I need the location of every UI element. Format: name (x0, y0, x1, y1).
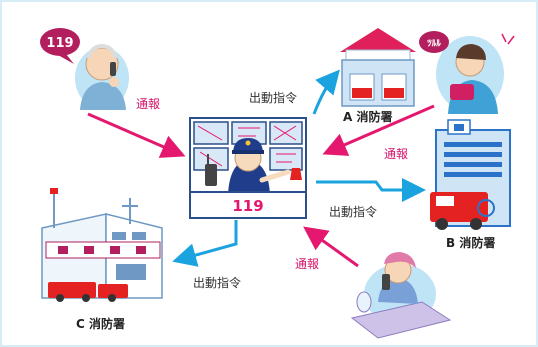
fire-station-b-icon (430, 119, 511, 230)
report-arrow-from-man (87, 112, 186, 158)
station-a-label: A 消防署 (343, 110, 393, 124)
fire-station-c-icon (41, 188, 163, 302)
dispatch-arrow-to-a (312, 69, 340, 115)
report-label-man: 通報 (136, 97, 161, 111)
report-arrow-from-woman (322, 104, 435, 156)
speech-bubble-119-icon: 119 (40, 28, 80, 64)
dispatch-center-icon: 119 (189, 117, 307, 219)
bubble-number: 119 (46, 36, 73, 51)
report-label-girl: 通報 (295, 257, 320, 271)
dispatch-label-a: 出動指令 (249, 91, 298, 105)
ring-text: ﾂﾙﾙ (427, 38, 441, 49)
report-arrow-from-girl (303, 226, 359, 268)
dispatch-label-c: 出動指令 (193, 276, 242, 290)
station-c-label: C 消防署 (76, 317, 125, 331)
caller-elderly-man-icon (75, 43, 129, 110)
report-label-woman: 通報 (384, 147, 409, 161)
fire-station-a-icon (340, 28, 416, 107)
caller-woman-phone-icon: ﾂﾙﾙ (419, 31, 515, 114)
dispatch-arrow-to-b (316, 178, 426, 202)
caller-girl-phone-icon (350, 252, 452, 339)
station-b-label: B 消防署 (446, 236, 496, 250)
center-number: 119 (232, 197, 263, 215)
dispatch-label-b: 出動指令 (329, 205, 378, 219)
dispatch-arrow-to-c (172, 220, 238, 267)
